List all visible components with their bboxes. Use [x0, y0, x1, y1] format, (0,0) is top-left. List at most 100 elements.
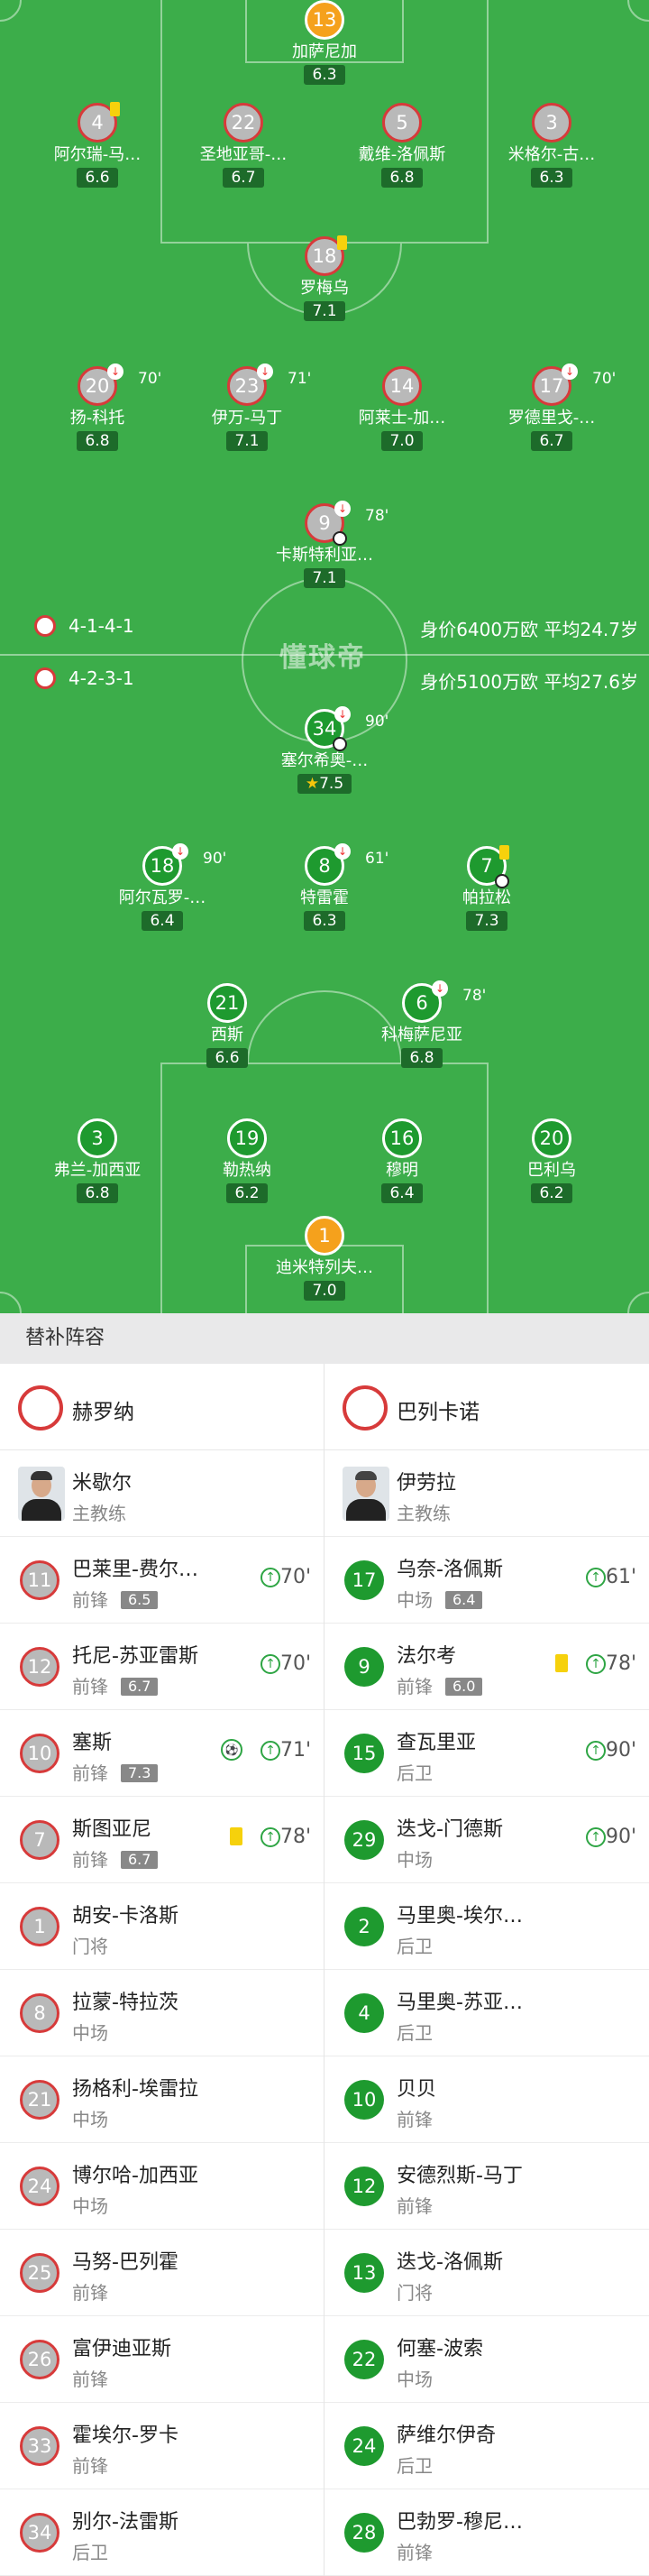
sub-in-icon: ↑ [260, 1827, 280, 1847]
home-player[interactable]: 9↓78'卡斯特利亚…7.1 [252, 501, 397, 588]
sub-position: 中场 [397, 2369, 433, 2390]
home-value-info: 身价6400万欧 平均24.7岁 [420, 619, 638, 640]
sub-name: 斯图亚尼 [72, 1818, 152, 1841]
player-name: 塞尔希奥-… [280, 751, 369, 770]
away-formation: 4-2-3-1 [69, 667, 134, 689]
sub-name: 塞斯 [72, 1732, 113, 1754]
player-rating: 7.3 [466, 911, 507, 931]
player-number: 21 [207, 983, 247, 1023]
away-penalty-box [160, 1063, 489, 1313]
yellow-card-icon [337, 235, 347, 250]
sub-out-icon: ↓ [334, 706, 351, 722]
player-rating: 7.1 [304, 301, 345, 321]
player-name: 特雷霍 [300, 888, 349, 907]
home-coach-row[interactable]: 米歇尔 主教练 [0, 1450, 324, 1537]
away-team-header[interactable]: 巴列卡诺 [324, 1364, 649, 1450]
goal-ball-icon [333, 737, 347, 751]
sub-out-icon: ↓ [257, 363, 273, 380]
sub-time: 78' [462, 987, 487, 1005]
sub-in-icon: ↑ [585, 1568, 606, 1587]
home-player[interactable]: 17↓70'罗德里戈-…6.7 [480, 363, 624, 451]
sub-position: 中场 [397, 1849, 433, 1871]
home-team-header[interactable]: 赫罗纳 [0, 1364, 324, 1450]
sub-position: 前锋 [397, 2195, 433, 2217]
player-number: 5 [382, 103, 422, 143]
sub-position: 门将 [397, 2282, 433, 2304]
player-number: 34↓90' [305, 706, 388, 751]
player-rating: 6.2 [226, 1183, 268, 1203]
sub-number: 12 [20, 1647, 59, 1687]
sub-position: 后卫 [397, 2022, 433, 2044]
player-name: 罗德里戈-… [507, 409, 596, 428]
sub-name: 马努-巴列霍 [72, 2251, 178, 2274]
sub-rating: 6.4 [445, 1591, 483, 1609]
sub-number: 33 [20, 2426, 59, 2466]
sub-number: 13 [344, 2253, 384, 2293]
player-rating: 6.3 [304, 911, 345, 931]
sub-number: 29 [344, 1820, 384, 1860]
goal-ball-icon [495, 874, 509, 888]
sub-in-time: ↑61' [585, 1566, 636, 1588]
player-number: 1 [305, 1216, 344, 1256]
sub-number: 8 [20, 1993, 59, 2033]
away-player[interactable]: 34↓90'塞尔希奥-…★7.5 [252, 706, 397, 794]
player-rating: 7.1 [226, 431, 268, 451]
corner-arc [0, 1292, 22, 1313]
sub-name: 巴勃罗-穆尼… [397, 2511, 523, 2534]
player-rating: 7.0 [304, 1281, 345, 1301]
away-player[interactable]: 18↓90'阿尔瓦罗-…6.4 [90, 843, 234, 931]
player-rating: 6.8 [401, 1048, 443, 1068]
sub-in-time: ↑90' [585, 1739, 636, 1762]
sub-in-time: ↑78' [260, 1826, 311, 1848]
home-goal-box [245, 0, 404, 63]
sub-out-icon: ↓ [334, 501, 351, 517]
sub-name: 迭戈-门德斯 [397, 1818, 503, 1841]
player-number: 7 [467, 845, 509, 888]
away-coach-row[interactable]: 伊劳拉 主教练 [324, 1450, 649, 1537]
yellow-card-icon [499, 845, 509, 860]
player-rating: 6.4 [142, 911, 183, 931]
